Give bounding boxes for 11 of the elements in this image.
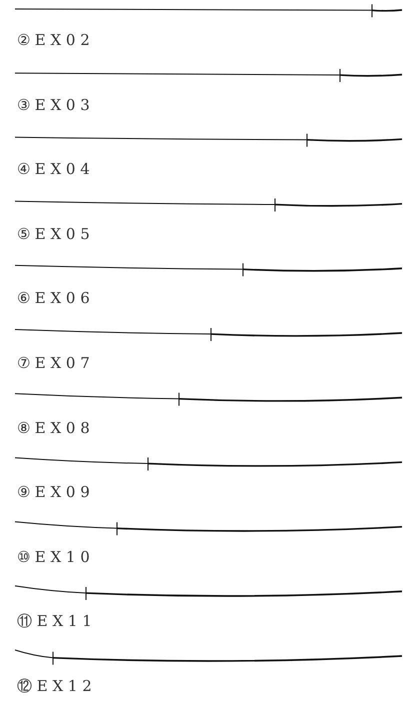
item-label: ⑨ E X 0 9 bbox=[17, 484, 90, 502]
item-label: ⑫ E X 1 2 bbox=[17, 678, 92, 695]
item-label: ⑧ E X 0 8 bbox=[17, 420, 90, 437]
item-label: ⑦ E X 0 7 bbox=[17, 355, 90, 372]
item-label: ⑥ E X 0 6 bbox=[17, 290, 90, 308]
item-label: ② E X 0 2 bbox=[17, 32, 90, 49]
item-label: ⑪ E X 1 1 bbox=[17, 613, 92, 630]
item-label: ③ E X 0 3 bbox=[17, 96, 90, 114]
item-label: ④ E X 0 4 bbox=[17, 161, 90, 178]
item-label: ⑤ E X 0 5 bbox=[17, 226, 90, 243]
item-label: ⑩ E X 1 0 bbox=[17, 548, 90, 566]
